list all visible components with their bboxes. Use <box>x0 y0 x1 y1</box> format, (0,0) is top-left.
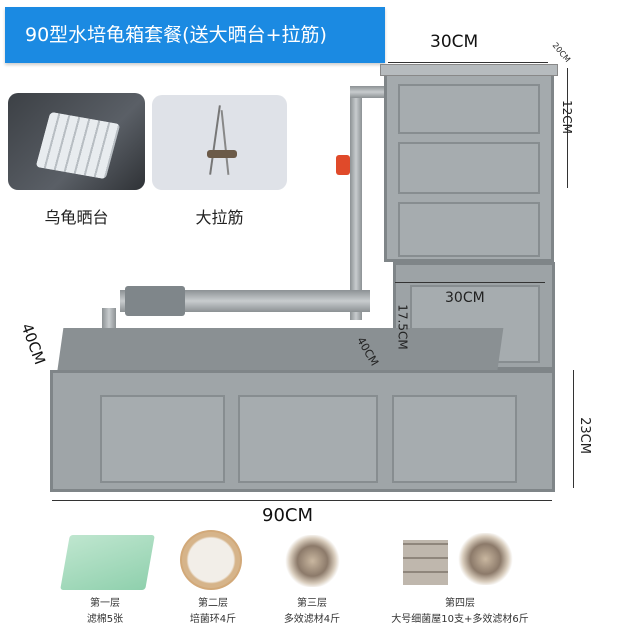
basking-platform-label: 乌龟晒台 <box>44 208 109 227</box>
mid-height-label: 17.5CM <box>395 304 410 350</box>
top-height-label: 12CM <box>560 99 575 135</box>
mid-width-label: 30CM <box>445 290 485 306</box>
layer-name: 第一层 <box>90 598 120 609</box>
banner-title: 90型水培龟箱套餐(送大晒台+拉筋) <box>25 24 327 46</box>
layer-name: 第四层 <box>445 598 475 609</box>
filter-media-photo-2 <box>458 533 513 585</box>
layer-content: 滤棉5张 <box>86 614 124 625</box>
bacteria-house-photo <box>403 540 448 585</box>
title-banner: 90型水培龟箱套餐(送大晒台+拉筋) <box>5 7 385 63</box>
basking-platform-photo <box>8 93 145 190</box>
layer-content: 多效滤材4斤 <box>283 614 341 625</box>
layer-content: 培菌环4斤 <box>189 614 237 625</box>
layer-content: 大号细菌屋10支+多效滤材6斤 <box>391 614 529 625</box>
bracing-rod-label: 大拉筋 <box>195 208 244 227</box>
filter-layer-3: 第三层多效滤材4斤 <box>262 596 362 628</box>
filter-layer-4: 第四层大号细菌屋10支+多效滤材6斤 <box>370 596 550 628</box>
ceramic-rings-photo <box>180 530 242 590</box>
bracing-rod-photo <box>152 95 287 190</box>
filter-media-photo <box>285 535 340 587</box>
filter-layer-2: 第二层培菌环4斤 <box>163 596 263 628</box>
filter-layer-1: 第一层滤棉5张 <box>55 596 155 628</box>
layer-name: 第三层 <box>297 598 327 609</box>
base-height-label: 23CM <box>576 417 592 454</box>
filter-sponge-photo <box>60 535 155 590</box>
top-width-label: 30CM <box>430 32 479 52</box>
base-width-label: 90CM <box>262 505 314 526</box>
turtle-tank-illustration <box>50 62 574 501</box>
layer-name: 第二层 <box>198 598 228 609</box>
